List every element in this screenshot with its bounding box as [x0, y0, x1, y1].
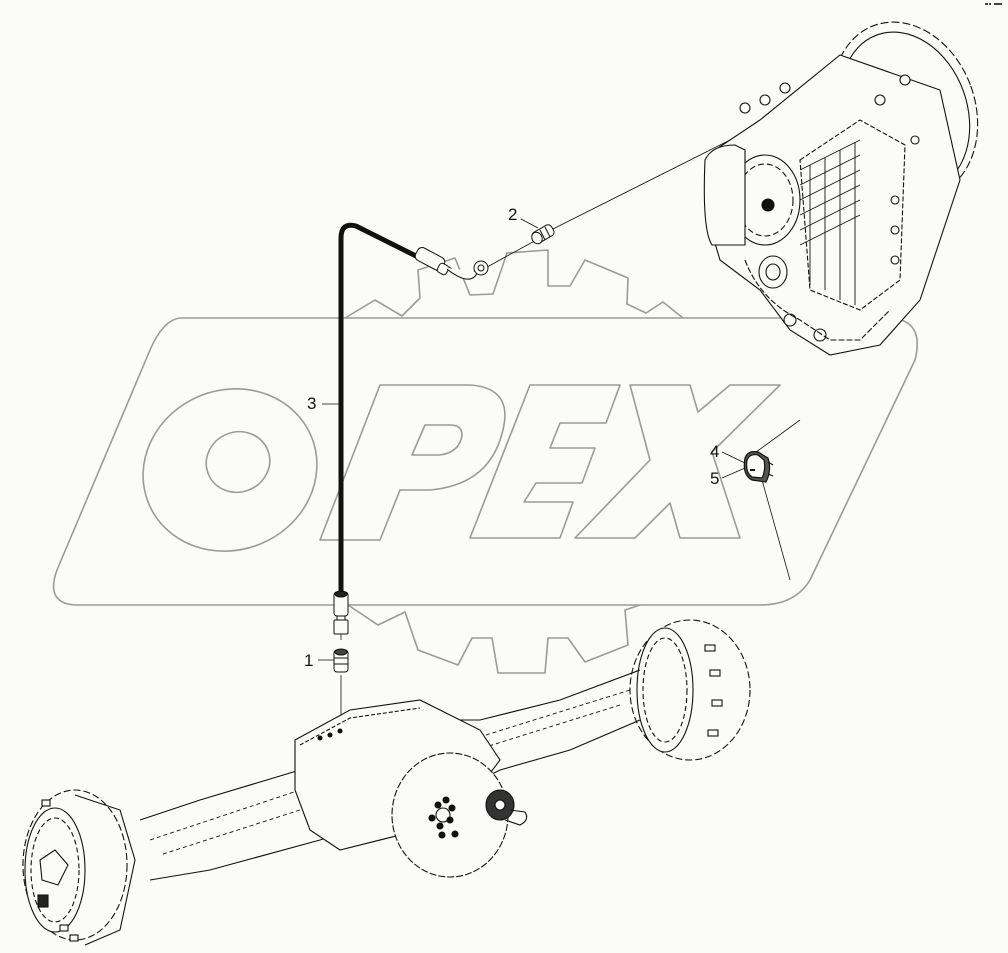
connector-part-4-5: [743, 451, 774, 483]
watermark-letter-o-outer: [142, 388, 318, 552]
corner-mark: [985, 3, 1002, 5]
fitting-part-2: [531, 224, 555, 245]
watermark-gear-top: [344, 249, 684, 319]
callout-2: 2: [508, 205, 518, 224]
callout-4: 4: [710, 442, 720, 461]
watermark-letter-p: [319, 384, 506, 541]
watermark-letter-o-inner: [205, 430, 271, 494]
callout-1: 1: [304, 651, 314, 670]
watermark-frame: [52, 317, 919, 606]
watermark-gear-bottom: [347, 604, 641, 674]
callout-3: 3: [307, 394, 317, 413]
watermark-letter-x: [574, 384, 781, 539]
drive-axle-assembly: [22, 619, 751, 946]
fitting-part-1: [333, 648, 349, 673]
watermark-letter-e: [469, 384, 621, 539]
transmission-assembly: [703, 21, 979, 356]
callout-5: 5: [710, 469, 720, 488]
hose-line-part-3: [333, 222, 489, 635]
watermark: [52, 249, 919, 674]
